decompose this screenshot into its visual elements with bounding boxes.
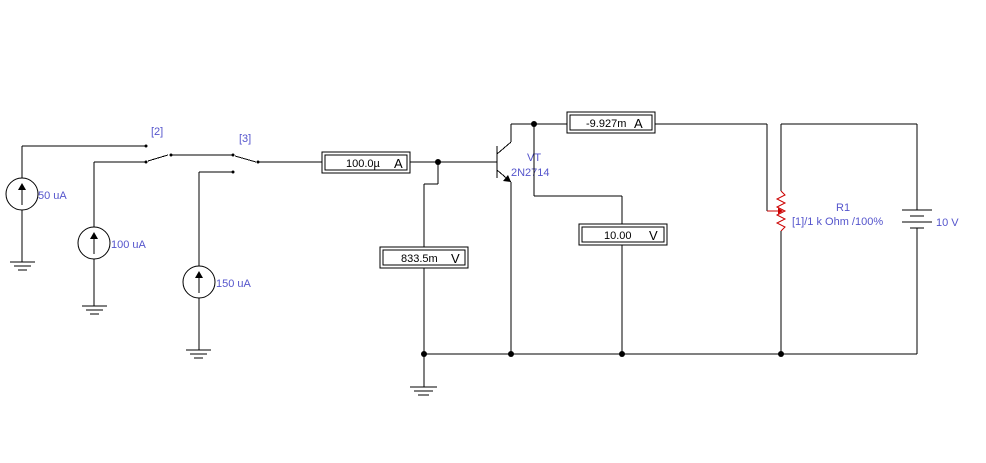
- potentiometer-value-label: [1]/1 k Ohm /100%: [792, 216, 883, 228]
- base-ammeter-value: 100.0µ: [346, 158, 381, 170]
- ground-symbol: [410, 386, 437, 396]
- ground-symbol: [82, 305, 107, 315]
- switch-2-label: [2]: [151, 126, 163, 138]
- transistor-model-label: 2N2714: [511, 167, 550, 179]
- collector-ammeter[interactable]: -9.927m A: [566, 111, 656, 134]
- collector-voltmeter[interactable]: 10.00 V: [578, 223, 668, 246]
- junction-dot: [778, 351, 784, 357]
- current-source-150ua[interactable]: [182, 171, 232, 350]
- source-50ua-label: 50 uA: [38, 190, 67, 202]
- switch-2[interactable]: [144, 144, 233, 164]
- junction-dot: [508, 351, 514, 357]
- npn-transistor[interactable]: [496, 124, 512, 352]
- source-100ua-label: 100 uA: [111, 239, 147, 251]
- base-voltmeter[interactable]: 833.5m V: [379, 246, 469, 269]
- battery-value-label: 10 V: [936, 217, 959, 229]
- potentiometer-ref-label: R1: [836, 202, 850, 214]
- source-150ua-label: 150 uA: [216, 278, 252, 290]
- junction-dot: [619, 351, 625, 357]
- current-source-50ua[interactable]: [5, 145, 145, 262]
- collector-voltmeter-unit: V: [649, 228, 658, 243]
- ground-symbol: [10, 261, 35, 271]
- collector-ammeter-value: -9.927m: [586, 118, 626, 130]
- base-voltmeter-value: 833.5m: [401, 253, 438, 265]
- base-voltmeter-unit: V: [451, 251, 460, 266]
- base-ammeter-unit: A: [394, 156, 403, 171]
- junction-dot: [421, 351, 427, 357]
- current-source-100ua[interactable]: [77, 161, 145, 306]
- base-ammeter[interactable]: 100.0µ A: [321, 151, 411, 174]
- potentiometer-r1[interactable]: [767, 124, 787, 354]
- ground-symbol: [186, 349, 211, 359]
- battery-10v[interactable]: [902, 209, 932, 229]
- switch-3-label: [3]: [239, 133, 251, 145]
- collector-voltmeter-value: 10.00: [604, 230, 632, 242]
- switch-3[interactable]: [231, 153, 323, 174]
- collector-ammeter-unit: A: [634, 116, 643, 131]
